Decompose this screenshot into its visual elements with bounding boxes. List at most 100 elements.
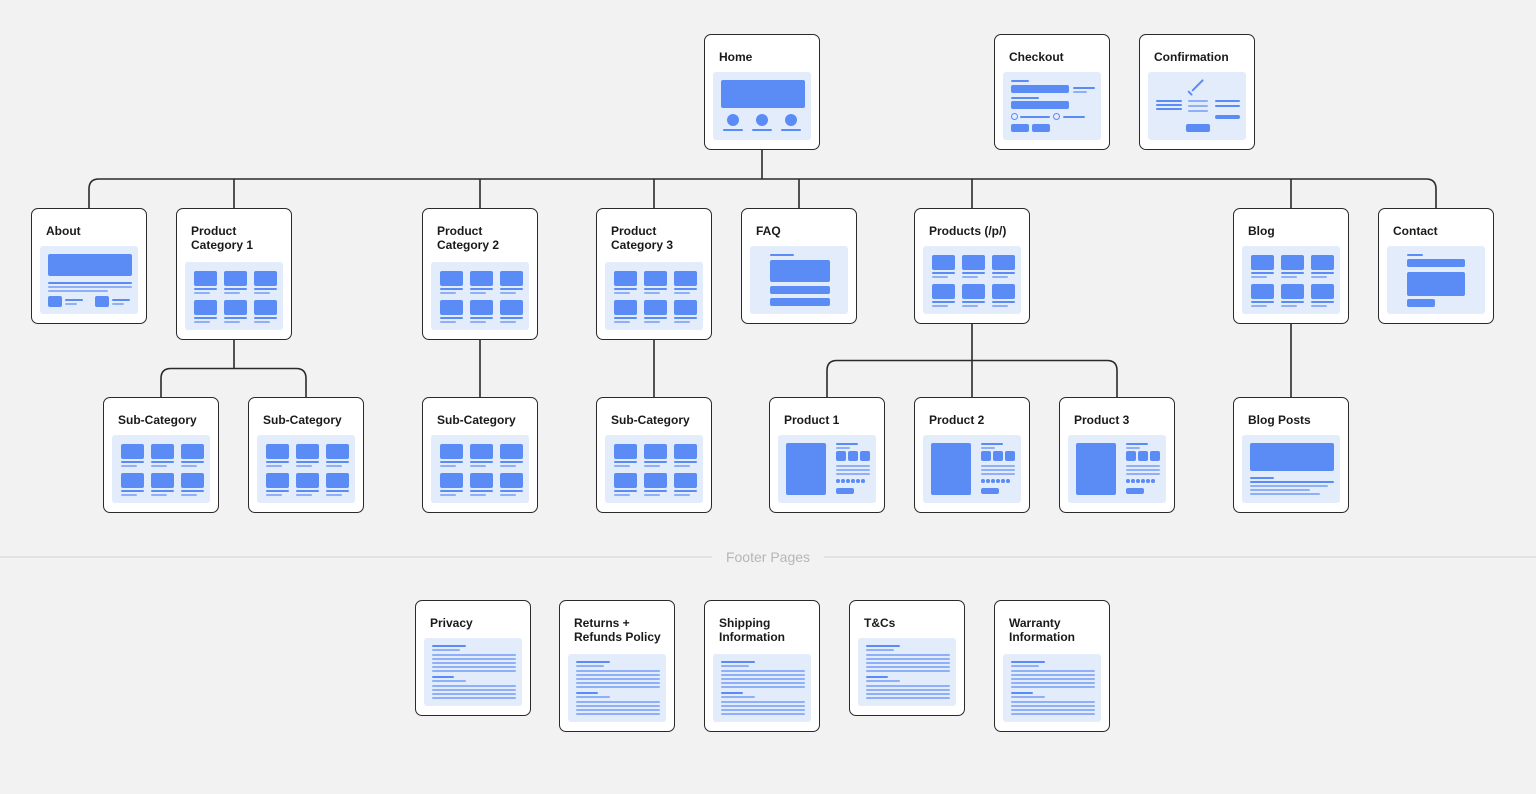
- grid-tile: [1251, 255, 1274, 270]
- page-card-blog-posts[interactable]: Blog Posts: [1233, 397, 1349, 513]
- wireframe-thumbnail: [778, 435, 876, 503]
- grid-tile: [674, 473, 697, 488]
- grid-tile: [254, 300, 277, 315]
- wireframe-thumbnail: [1068, 435, 1166, 503]
- page-card-checkout[interactable]: Checkout: [994, 34, 1110, 150]
- page-title: Privacy: [430, 616, 473, 630]
- feature-circle: [727, 114, 739, 126]
- wireframe-thumbnail: [568, 654, 666, 722]
- feature-circle: [756, 114, 768, 126]
- grid-tile: [962, 255, 985, 270]
- grid-tile: [224, 300, 247, 315]
- page-title: Home: [719, 50, 753, 64]
- page-title: Checkout: [1009, 50, 1064, 64]
- grid-tile: [962, 284, 985, 299]
- connector-bus-home: [88, 178, 1437, 208]
- grid-tile: [932, 284, 955, 299]
- grid-tile: [440, 271, 463, 286]
- page-card-sub-category-1b[interactable]: Sub-Category: [248, 397, 364, 513]
- page-title: Sub-Category: [611, 413, 690, 427]
- about-banner: [48, 254, 132, 276]
- page-title: Product 1: [784, 413, 840, 427]
- page-card-warranty-information[interactable]: Warranty Information: [994, 600, 1110, 732]
- page-title: Blog: [1248, 224, 1275, 238]
- page-title: Product Category 3: [611, 224, 674, 252]
- page-card-product-category-1[interactable]: Product Category 1: [176, 208, 292, 340]
- page-title: T&Cs: [864, 616, 896, 630]
- wireframe-thumbnail: [431, 262, 529, 330]
- wireframe-thumbnail: [424, 638, 522, 706]
- wireframe-thumbnail: [1242, 246, 1340, 314]
- wireframe-thumbnail: [605, 435, 703, 503]
- grid-tile: [470, 473, 493, 488]
- page-title: Warranty Information: [1009, 616, 1075, 644]
- grid-tile: [614, 300, 637, 315]
- page-title: FAQ: [756, 224, 781, 238]
- wireframe-thumbnail: [431, 435, 529, 503]
- grid-tile: [644, 271, 667, 286]
- page-card-product-category-2[interactable]: Product Category 2: [422, 208, 538, 340]
- grid-tile: [151, 444, 174, 459]
- page-title: Product Category 2: [437, 224, 500, 252]
- wireframe-thumbnail: [1003, 72, 1101, 140]
- page-card-confirmation[interactable]: Confirmation: [1139, 34, 1255, 150]
- wireframe-thumbnail: [257, 435, 355, 503]
- page-card-sub-category-1a[interactable]: Sub-Category: [103, 397, 219, 513]
- grid-tile: [121, 473, 144, 488]
- page-card-home[interactable]: Home: [704, 34, 820, 150]
- page-card-sub-category-3[interactable]: Sub-Category: [596, 397, 712, 513]
- grid-tile: [440, 444, 463, 459]
- grid-tile: [932, 255, 955, 270]
- grid-tile: [992, 255, 1015, 270]
- page-title: About: [46, 224, 81, 238]
- page-card-contact[interactable]: Contact: [1378, 208, 1494, 324]
- page-card-product-category-3[interactable]: Product Category 3: [596, 208, 712, 340]
- page-card-faq[interactable]: FAQ: [741, 208, 857, 324]
- page-title: Sub-Category: [263, 413, 342, 427]
- wireframe-thumbnail: [923, 435, 1021, 503]
- product-image: [786, 443, 826, 495]
- product-image: [931, 443, 971, 495]
- page-title: Returns + Refunds Policy: [574, 616, 661, 644]
- wireframe-thumbnail: [1387, 246, 1485, 314]
- grid-tile: [614, 473, 637, 488]
- page-card-sub-category-2[interactable]: Sub-Category: [422, 397, 538, 513]
- grid-tile: [181, 444, 204, 459]
- page-title: Blog Posts: [1248, 413, 1311, 427]
- wireframe-thumbnail: [112, 435, 210, 503]
- page-card-product-2[interactable]: Product 2: [914, 397, 1030, 513]
- grid-tile: [1281, 284, 1304, 299]
- wireframe-thumbnail: [1003, 654, 1101, 722]
- page-card-privacy[interactable]: Privacy: [415, 600, 531, 716]
- grid-tile: [644, 300, 667, 315]
- page-card-shipping-information[interactable]: Shipping Information: [704, 600, 820, 732]
- grid-tile: [674, 300, 697, 315]
- grid-tile: [1281, 255, 1304, 270]
- page-title: Product 2: [929, 413, 985, 427]
- hero-banner: [721, 80, 805, 108]
- grid-tile: [266, 473, 289, 488]
- grid-tile: [614, 444, 637, 459]
- grid-tile: [121, 444, 144, 459]
- page-title: Product 3: [1074, 413, 1130, 427]
- page-card-product-1[interactable]: Product 1: [769, 397, 885, 513]
- connector-bus-product_category_1: [160, 367, 307, 397]
- page-card-blog[interactable]: Blog: [1233, 208, 1349, 324]
- grid-tile: [674, 444, 697, 459]
- page-card-products[interactable]: Products (/p/): [914, 208, 1030, 324]
- grid-tile: [224, 271, 247, 286]
- grid-tile: [1311, 255, 1334, 270]
- wireframe-thumbnail: [750, 246, 848, 314]
- grid-tile: [266, 444, 289, 459]
- page-title: Sub-Category: [118, 413, 197, 427]
- page-card-tcs[interactable]: T&Cs: [849, 600, 965, 716]
- grid-tile: [296, 444, 319, 459]
- page-card-product-3[interactable]: Product 3: [1059, 397, 1175, 513]
- grid-tile: [296, 473, 319, 488]
- grid-tile: [194, 300, 217, 315]
- page-card-returns-refunds[interactable]: Returns + Refunds Policy: [559, 600, 675, 732]
- grid-tile: [500, 271, 523, 286]
- grid-tile: [470, 444, 493, 459]
- grid-tile: [644, 473, 667, 488]
- page-card-about[interactable]: About: [31, 208, 147, 324]
